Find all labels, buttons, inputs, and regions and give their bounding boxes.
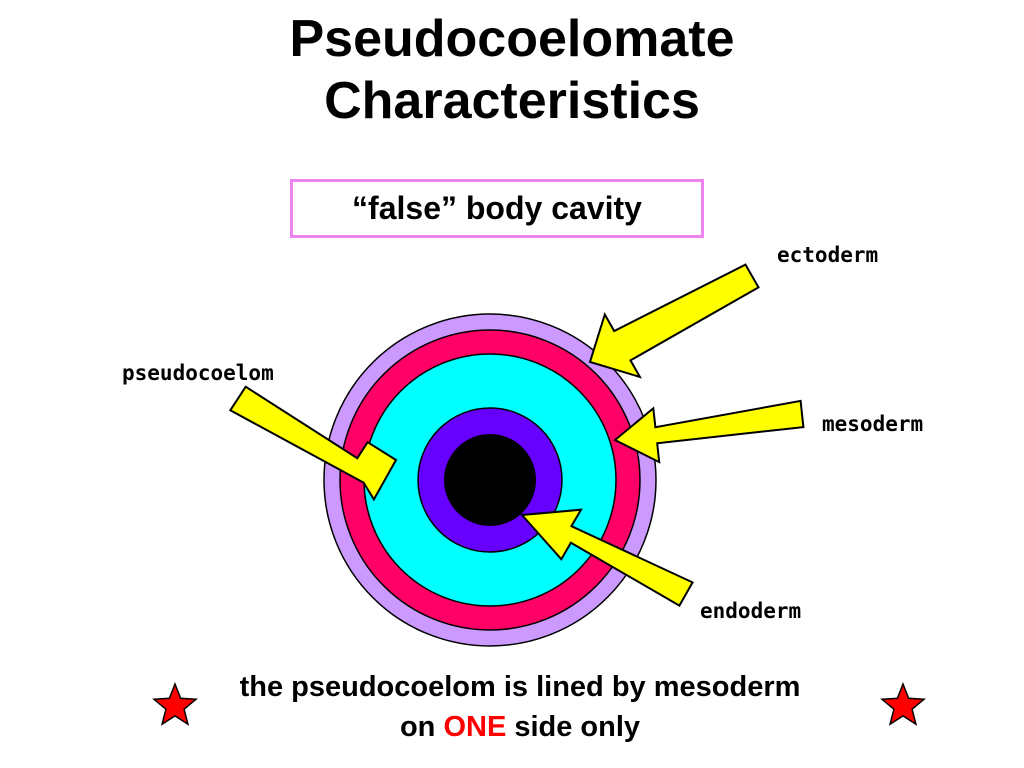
false-body-cavity-callout: “false” body cavity [290,179,704,238]
right-star-icon [880,681,926,726]
left-star-icon [152,681,198,726]
summary-line-2-post: side only [514,711,641,743]
summary-line-1: the pseudocoelom is lined by mesoderm [239,671,801,703]
gut-lumen [444,434,536,526]
summary-line-2-pre: on [399,711,436,743]
summary-emphasis: ONE [443,711,507,743]
slide-title: Pseudocoelomate Characteristics [0,8,1024,132]
mesoderm-label: mesoderm [822,412,924,436]
endoderm-label: endoderm [700,599,802,623]
pseudocoelom-arrow-icon [228,385,398,502]
summary-text: the pseudocoelom is lined by mesoderm on… [150,667,890,747]
ectoderm-arrow-icon [588,263,760,379]
title-line-1: Pseudocoelomate [289,10,735,68]
mesoderm-arrow-icon [613,399,805,464]
pseudocoelom-label: pseudocoelom [122,361,274,385]
endoderm-arrow-icon [519,508,695,607]
ectoderm-label: ectoderm [777,243,879,267]
summary-line-2: on ONE side only [150,707,890,747]
title-line-2: Characteristics [324,72,700,130]
